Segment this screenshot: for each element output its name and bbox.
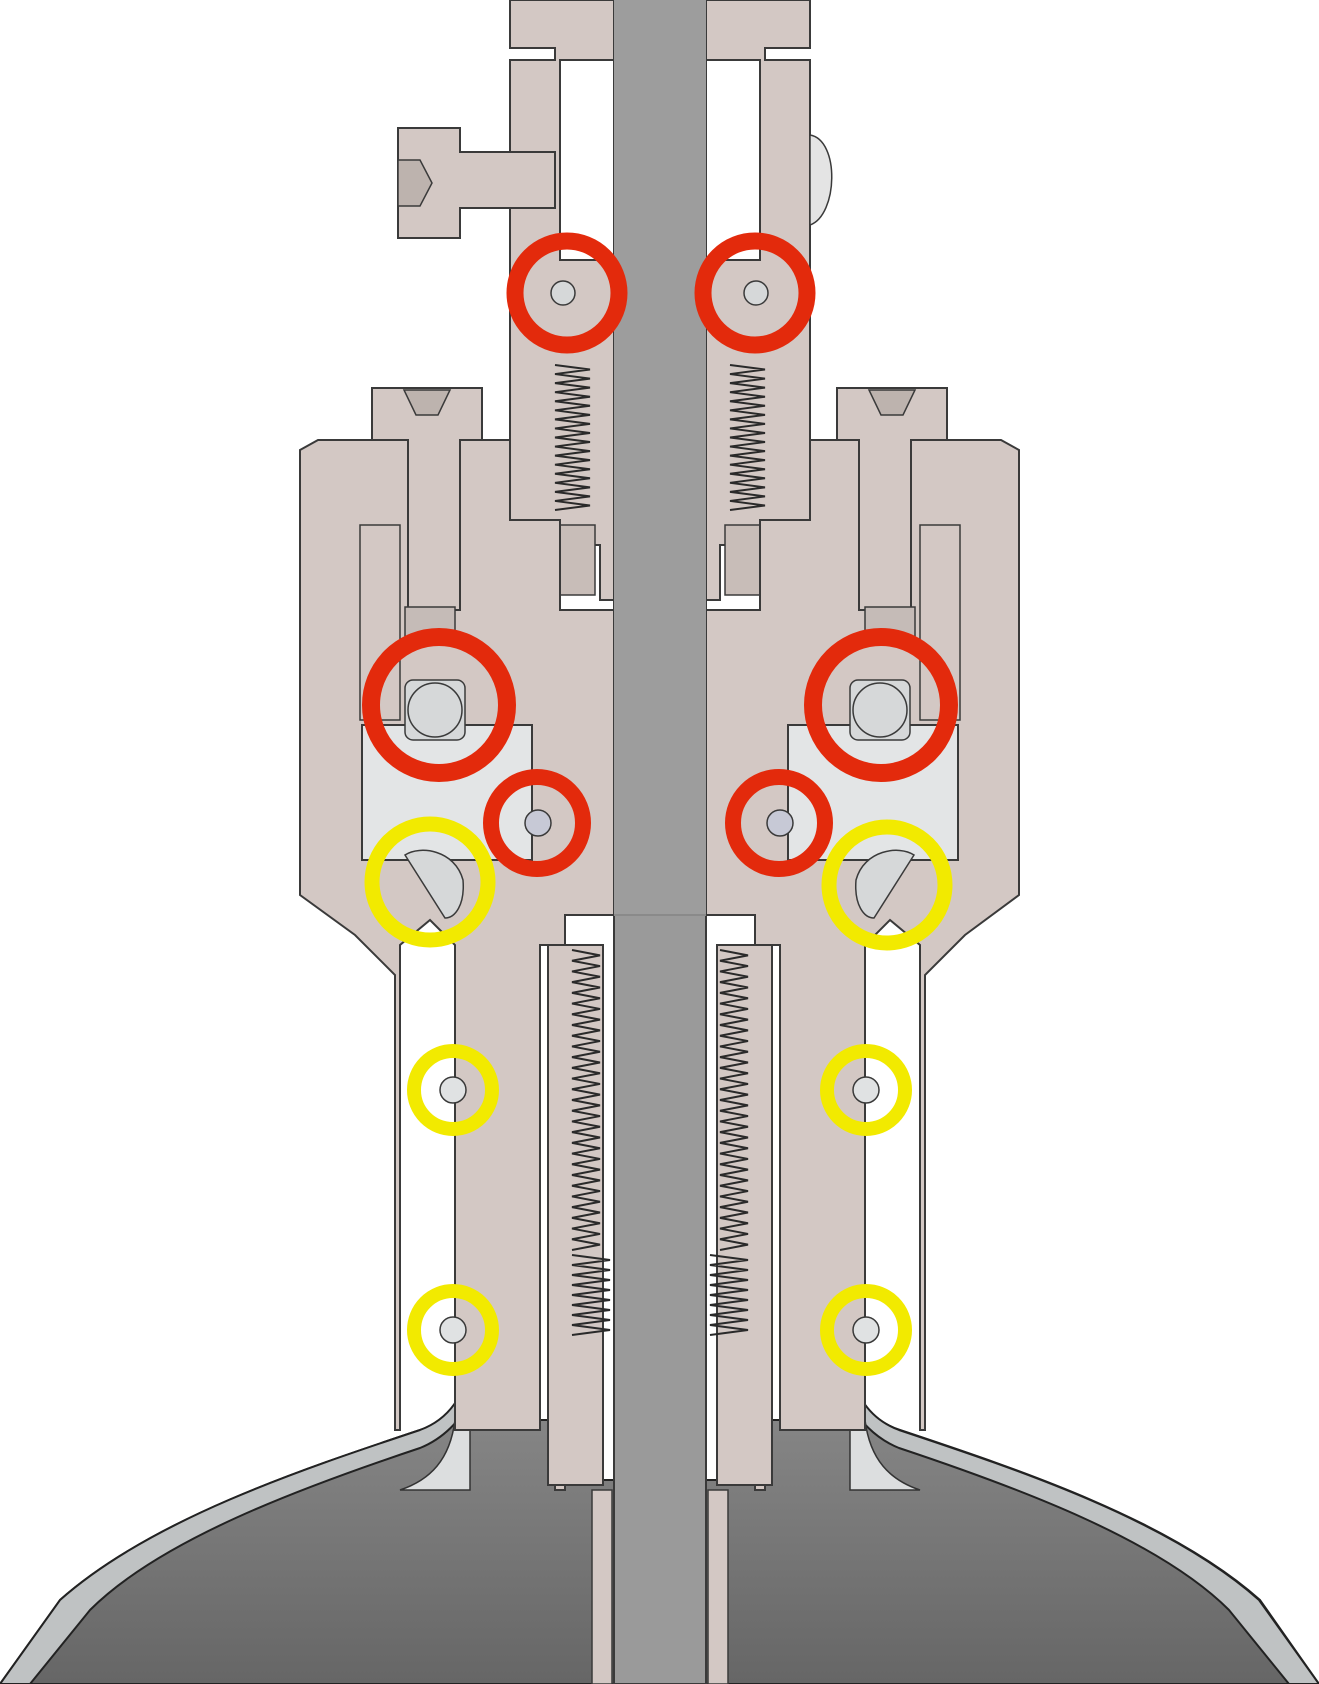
red-marker-mid-left-small — [483, 769, 591, 877]
red-marker-mid-right-large — [804, 628, 958, 782]
yellow-marker-left-middle — [407, 1044, 499, 1136]
red-marker-top-left — [506, 232, 628, 354]
bearing-balls — [403, 280, 916, 1344]
yellow-marker-left-upper — [364, 816, 496, 948]
yellow-markers — [364, 816, 953, 1376]
yellow-marker-left-lower — [407, 1284, 499, 1376]
red-marker-mid-left-large — [362, 628, 516, 782]
lower-spring-left — [571, 949, 601, 1251]
yellow-marker-right-middle — [820, 1044, 912, 1136]
red-marker-mid-right-small — [725, 769, 833, 877]
red-marker-top-right — [694, 232, 816, 354]
lower-spring-right — [719, 949, 749, 1251]
side-screw — [397, 127, 833, 239]
springs — [554, 364, 766, 1336]
red-markers — [362, 232, 958, 877]
upper-spring-left — [554, 364, 591, 511]
central-shaft — [613, 0, 707, 1684]
lower-thread-left — [571, 1254, 611, 1336]
upper-spring-right — [729, 364, 766, 511]
yellow-marker-right-upper — [821, 819, 953, 951]
yellow-marker-right-lower — [820, 1284, 912, 1376]
lower-thread-right — [709, 1254, 749, 1336]
